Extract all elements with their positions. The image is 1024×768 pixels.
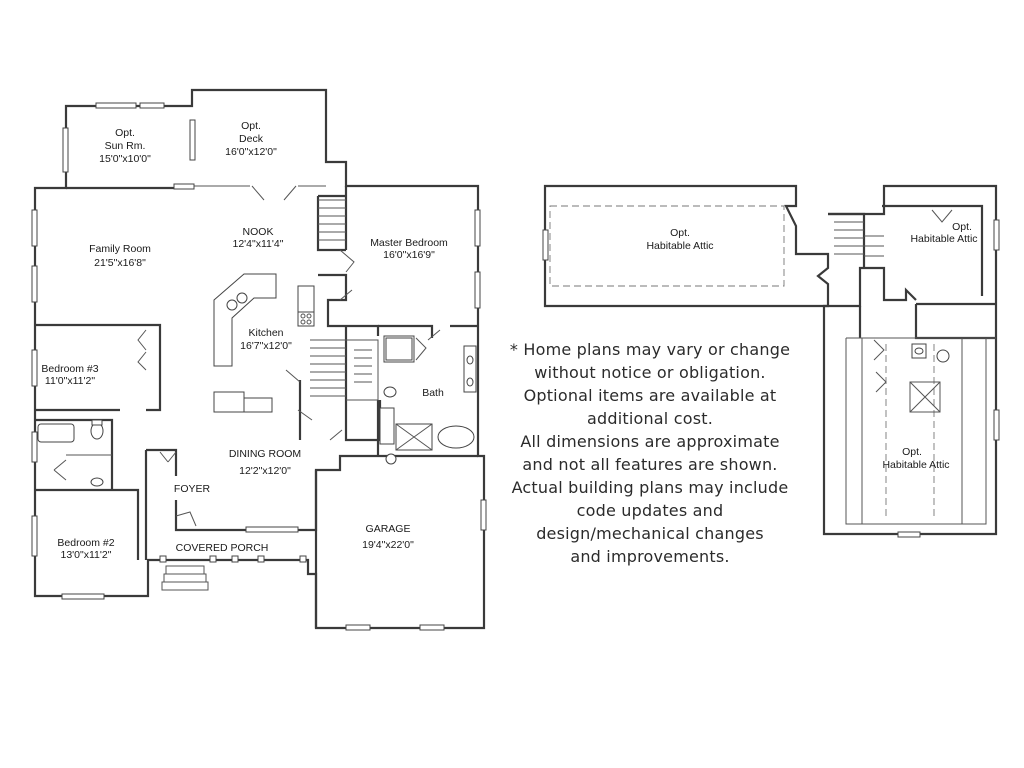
bedroom3-dim: 11'0"x11'2" bbox=[45, 375, 95, 387]
disclaimer-line: Optional items are available at bbox=[523, 386, 777, 405]
master-bedroom-label: Master Bedroom bbox=[370, 237, 448, 249]
windows bbox=[31, 102, 487, 631]
attic-left-label-2: Habitable Attic bbox=[646, 240, 713, 252]
attic-right-inner bbox=[858, 204, 996, 340]
attic-right-dashed bbox=[885, 344, 935, 520]
deck-label-1: Opt. bbox=[241, 120, 261, 132]
door-swings bbox=[53, 185, 441, 527]
stairs bbox=[310, 199, 379, 401]
disclaimer-line: design/mechanical changes bbox=[536, 524, 764, 543]
family-room-label: Family Room bbox=[89, 243, 151, 255]
attic-bottom-right-label-2: Habitable Attic bbox=[882, 459, 949, 471]
disclaimer-line: Actual building plans may include bbox=[511, 478, 789, 497]
attic-top-right-label-1: Opt. bbox=[952, 221, 972, 233]
disclaimer-line: * Home plans may vary or change bbox=[509, 340, 791, 359]
disclaimer-line: and improvements. bbox=[570, 547, 730, 566]
attic-chase bbox=[909, 381, 941, 413]
kitchen-label: Kitchen bbox=[248, 327, 283, 339]
attic-bottom-right-label-1: Opt. bbox=[902, 446, 922, 458]
bedroom3-label: Bedroom #3 bbox=[41, 363, 98, 375]
attic-right-walls bbox=[822, 184, 998, 536]
disclaimer-line: and not all features are shown. bbox=[522, 455, 778, 474]
attic-left-label-1: Opt. bbox=[670, 227, 690, 239]
stair-walls bbox=[298, 380, 382, 442]
dining-room-dim: 12'2"x12'0" bbox=[239, 465, 291, 477]
master-bath-walls bbox=[376, 324, 478, 456]
kitchen-counters bbox=[213, 273, 315, 413]
attic-core-stairs bbox=[828, 212, 866, 268]
main-floor-plan: Opt. Sun Rm. 15'0"x10'0" Opt. Deck 16'0"… bbox=[31, 88, 487, 631]
hall-bath-walls bbox=[35, 418, 114, 490]
garage-dim: 19'4"x22'0" bbox=[362, 539, 414, 551]
garage-label: GARAGE bbox=[366, 523, 411, 535]
attic-right-lower bbox=[845, 337, 996, 525]
sun-room-label-2: Sun Rm. bbox=[105, 140, 146, 152]
nook-dim: 12'4"x11'4" bbox=[233, 238, 284, 250]
bath-fixtures bbox=[37, 335, 477, 487]
foyer-walls bbox=[144, 448, 210, 560]
bedroom3-walls bbox=[35, 323, 162, 412]
attic-top-right-label-2: Habitable Attic bbox=[910, 233, 977, 245]
sun-room-dim: 15'0"x10'0" bbox=[99, 153, 151, 165]
kitchen-dim: 16'7"x12'0" bbox=[240, 340, 292, 352]
deck-label-2: Deck bbox=[239, 133, 264, 145]
foyer-label: FOYER bbox=[174, 483, 211, 495]
disclaimer-line: additional cost. bbox=[586, 409, 714, 428]
family-room-dim: 21'5"x16'8" bbox=[94, 257, 146, 269]
attic-stair-treads bbox=[834, 221, 884, 257]
disclaimer-line: without notice or obligation. bbox=[534, 363, 766, 382]
attic-left-dashed bbox=[549, 205, 785, 287]
bath-label: Bath bbox=[422, 387, 444, 399]
bedroom2-walls bbox=[35, 488, 140, 560]
sun-room-label-1: Opt. bbox=[115, 127, 135, 139]
porch bbox=[159, 555, 307, 591]
core-walls bbox=[316, 186, 380, 380]
master-bedroom-dim: 16'0"x16'9" bbox=[383, 249, 435, 261]
deck-dim: 16'0"x12'0" bbox=[225, 146, 277, 158]
covered-porch-label: COVERED PORCH bbox=[176, 542, 269, 554]
nook-label: NOOK bbox=[243, 226, 274, 238]
dining-room-label: DINING ROOM bbox=[229, 448, 301, 460]
bedroom2-label: Bedroom #2 bbox=[57, 537, 114, 549]
attic-plan: Opt. Habitable Attic Opt. Habitable Atti… bbox=[542, 184, 1000, 538]
disclaimer-line: All dimensions are approximate bbox=[520, 432, 780, 451]
plan-disclaimer: * Home plans may vary or change without … bbox=[490, 338, 810, 568]
disclaimer-line: code updates and bbox=[576, 501, 724, 520]
bedroom2-dim: 13'0"x11'2" bbox=[61, 549, 112, 561]
